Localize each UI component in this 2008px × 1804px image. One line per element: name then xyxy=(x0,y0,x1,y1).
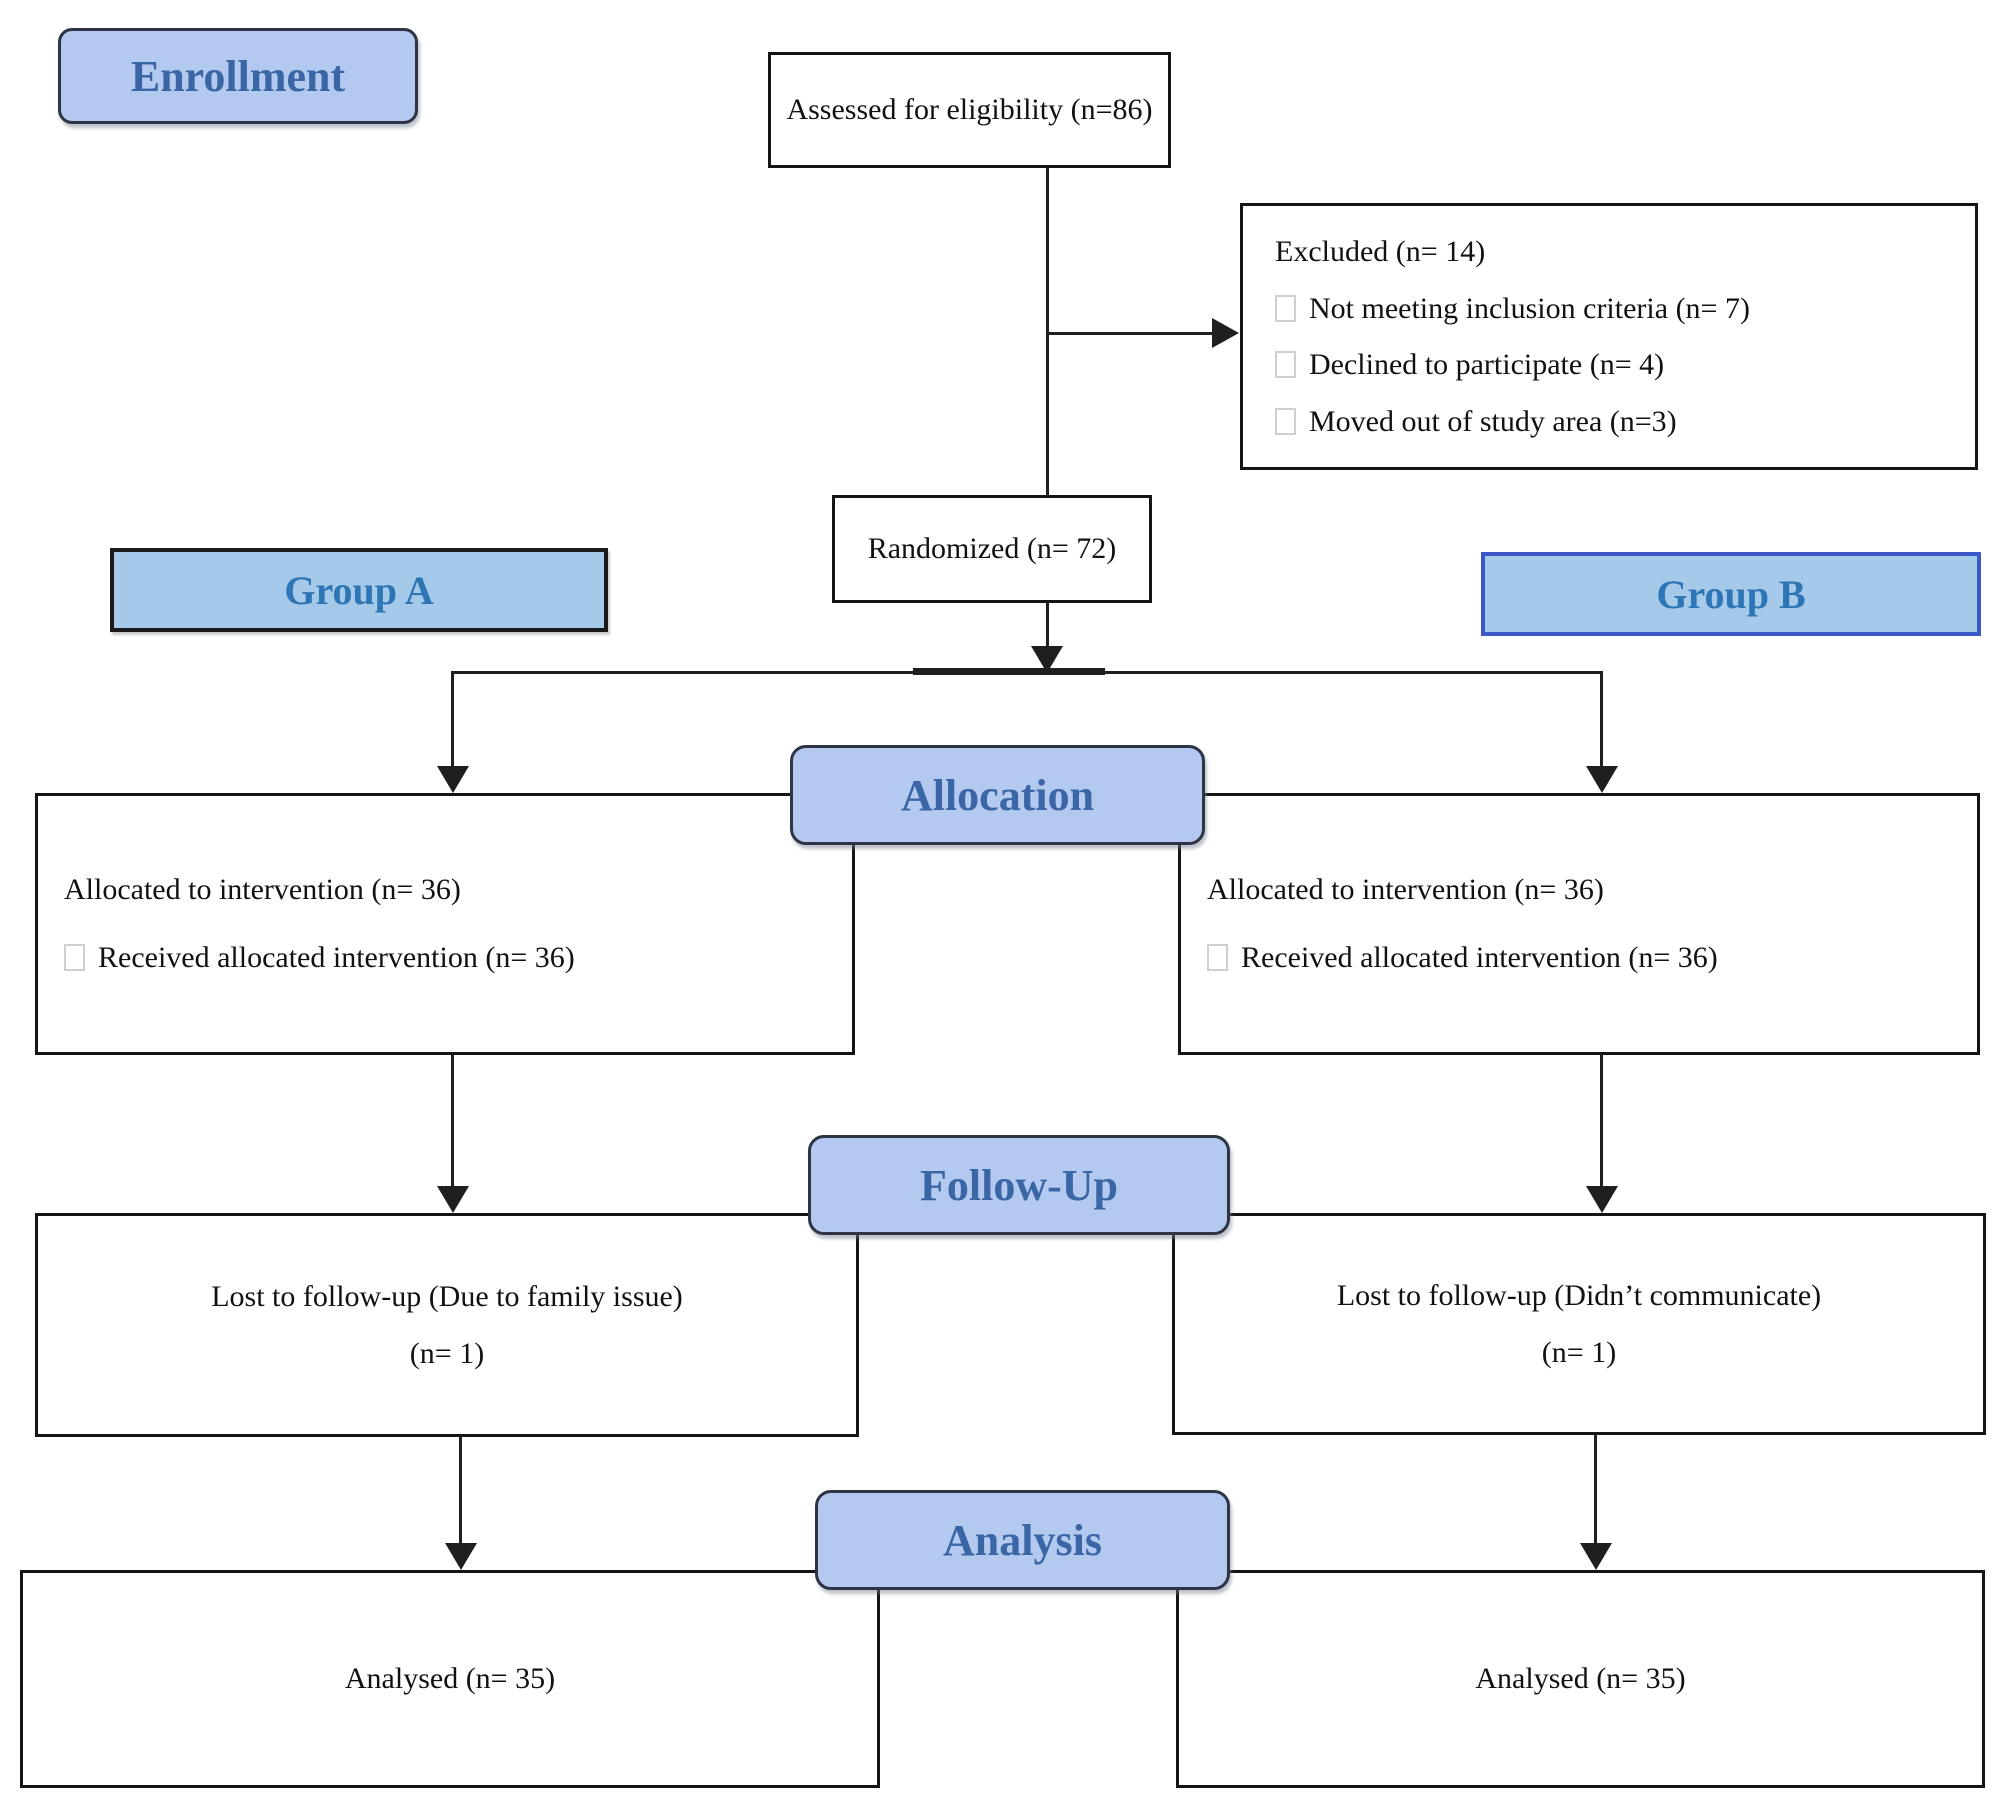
followup-a-line1: Lost to follow-up (Due to family issue) xyxy=(211,1279,683,1313)
allocation-b-line2-row: Received allocated intervention (n= 36) xyxy=(1207,936,1961,980)
split-line-thick-segment xyxy=(913,668,1105,675)
excluded-item: Declined to participate (n= 4) xyxy=(1275,343,1957,387)
allocation-stage-label: Allocation xyxy=(790,745,1205,845)
arrowhead-allocation-a-icon xyxy=(437,766,469,793)
allocation-a-line2-row: Received allocated intervention (n= 36) xyxy=(64,936,836,980)
connector-split-to-allocation-b xyxy=(1600,673,1603,768)
group-b-label-text: Group B xyxy=(1656,571,1806,617)
empty-square-bullet-icon xyxy=(1207,943,1228,971)
randomized-box: Randomized (n= 72) xyxy=(832,495,1152,603)
excluded-box: Excluded (n= 14) Not meeting inclusion c… xyxy=(1240,203,1978,470)
excluded-item-text: Moved out of study area (n=3) xyxy=(1309,404,1677,438)
allocation-box-group-b: Allocated to intervention (n= 36) Receiv… xyxy=(1178,793,1980,1055)
allocation-b-content: Allocated to intervention (n= 36) Receiv… xyxy=(1181,796,1977,1052)
empty-square-bullet-icon xyxy=(1275,294,1296,322)
group-b-label: Group B xyxy=(1481,552,1981,636)
connector-assessed-to-randomized xyxy=(1046,168,1049,496)
empty-square-bullet-icon xyxy=(1275,407,1296,435)
assessed-box: Assessed for eligibility (n=86) xyxy=(768,52,1171,168)
allocation-a-content: Allocated to intervention (n= 36) Receiv… xyxy=(38,796,852,1052)
analysis-stage-label-text: Analysis xyxy=(943,1515,1102,1565)
excluded-item-text: Declined to participate (n= 4) xyxy=(1309,348,1665,381)
connector-followup-to-analysis-a xyxy=(459,1437,462,1544)
connector-split-to-allocation-a xyxy=(451,673,454,768)
analysis-b-text: Analysed (n= 35) xyxy=(1475,1662,1686,1696)
connector-allocation-to-followup-a xyxy=(451,1055,454,1187)
connector-to-excluded xyxy=(1048,332,1220,335)
enrollment-stage-label: Enrollment xyxy=(58,28,418,124)
enrollment-stage-label-text: Enrollment xyxy=(130,51,346,101)
allocation-b-line2: Received allocated intervention (n= 36) xyxy=(1241,940,1718,974)
analysis-a-text: Analysed (n= 35) xyxy=(344,1662,556,1696)
allocation-b-line1: Allocated to intervention (n= 36) xyxy=(1207,873,1604,906)
followup-stage-label: Follow-Up xyxy=(808,1135,1230,1235)
arrowhead-followup-b-icon xyxy=(1586,1186,1618,1213)
connector-allocation-to-followup-b xyxy=(1600,1055,1603,1187)
followup-a-line2: (n= 1) xyxy=(409,1337,485,1370)
arrowhead-analysis-a-icon xyxy=(445,1543,477,1570)
excluded-content: Excluded (n= 14) Not meeting inclusion c… xyxy=(1243,206,1975,467)
analysis-stage-label: Analysis xyxy=(815,1490,1230,1590)
followup-b-line2: (n= 1) xyxy=(1541,1336,1617,1369)
arrowhead-excluded-icon xyxy=(1212,318,1239,348)
arrowhead-allocation-b-icon xyxy=(1586,766,1618,793)
followup-box-group-b: Lost to follow-up (Didn’t communicate) (… xyxy=(1172,1213,1986,1435)
arrowhead-split-icon xyxy=(1031,646,1063,673)
arrowhead-followup-a-icon xyxy=(437,1186,469,1213)
excluded-item: Not meeting inclusion criteria (n= 7) xyxy=(1275,287,1957,331)
group-a-label: Group A xyxy=(110,548,608,632)
randomized-text: Randomized (n= 72) xyxy=(867,532,1117,566)
group-a-label-text: Group A xyxy=(284,567,434,613)
allocation-box-group-a: Allocated to intervention (n= 36) Receiv… xyxy=(35,793,855,1055)
empty-square-bullet-icon xyxy=(1275,351,1296,379)
excluded-item-text: Not meeting inclusion criteria (n= 7) xyxy=(1309,291,1750,325)
arrowhead-analysis-b-icon xyxy=(1580,1543,1612,1570)
followup-b-line1: Lost to follow-up (Didn’t communicate) xyxy=(1336,1278,1822,1312)
followup-box-group-a: Lost to follow-up (Due to family issue) … xyxy=(35,1213,859,1437)
followup-stage-label-text: Follow-Up xyxy=(920,1160,1118,1210)
assessed-text: Assessed for eligibility (n=86) xyxy=(786,93,1153,127)
excluded-title: Excluded (n= 14) xyxy=(1275,235,1486,268)
analysis-box-group-a: Analysed (n= 35) xyxy=(20,1570,880,1788)
analysis-box-group-b: Analysed (n= 35) xyxy=(1176,1570,1985,1788)
excluded-item: Moved out of study area (n=3) xyxy=(1275,400,1957,444)
allocation-a-line1: Allocated to intervention (n= 36) xyxy=(64,873,461,906)
connector-followup-to-analysis-b xyxy=(1594,1435,1597,1544)
allocation-a-line2: Received allocated intervention (n= 36) xyxy=(98,940,575,974)
connector-randomized-to-split xyxy=(1046,603,1049,653)
allocation-stage-label-text: Allocation xyxy=(900,770,1095,820)
empty-square-bullet-icon xyxy=(64,943,85,971)
